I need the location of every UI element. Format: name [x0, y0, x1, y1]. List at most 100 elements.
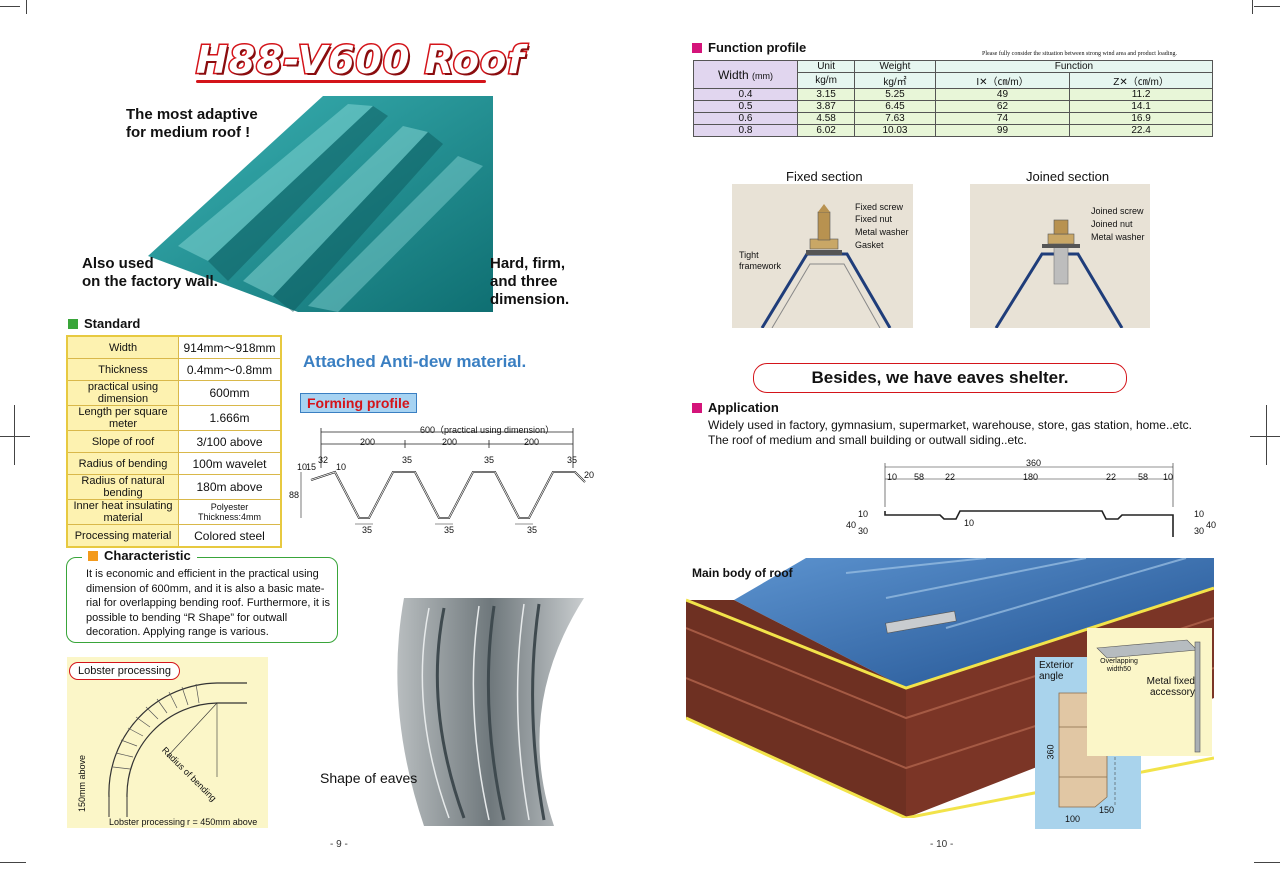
lobster-diagram: Lobster processing Radius of bending 150…: [67, 657, 268, 828]
standard-key: practical using dimension: [66, 380, 179, 406]
lobster-label: Lobster processing: [69, 662, 180, 680]
function-cell: 5.25: [854, 88, 936, 101]
joined-label: Joined nut: [1091, 219, 1133, 229]
eaves-banner: Besides, we have eaves shelter.: [753, 363, 1127, 393]
joined-label: Metal washer: [1091, 232, 1145, 242]
application-heading: Application: [692, 400, 779, 415]
profile-bottom-dim: 35: [527, 525, 538, 535]
eave-part-dim: 22: [1106, 472, 1117, 482]
eave-left-dim: 40: [846, 520, 857, 530]
eave-part-dim: 58: [1138, 472, 1149, 482]
standard-value: 0.4mm〜0.8mm: [178, 358, 282, 381]
angle-height-dim: 360: [1045, 744, 1056, 760]
standard-value: 3/100 above: [178, 430, 282, 453]
weight-header: Weight: [854, 60, 936, 73]
page-number-left: - 9 -: [330, 839, 348, 850]
eave-profile-diagram: [884, 463, 1174, 537]
function-cell: 7.63: [854, 112, 936, 125]
kgm2-header: kg/㎡: [854, 72, 936, 89]
exterior-angle-label: Exterior angle: [1039, 660, 1074, 682]
tight-framework-label: Tight framework: [739, 250, 782, 271]
eave-mid-dim: 10: [964, 518, 975, 528]
eave-total-dim: 360: [1026, 458, 1042, 468]
eave-part-dim: 10: [1163, 472, 1174, 482]
zx-header: Z✕（㎝/m）: [1069, 72, 1213, 89]
angle-w2-dim: 100: [1065, 814, 1081, 824]
profile-small-dim: 15: [306, 462, 317, 472]
function-cell: 11.2: [1069, 88, 1213, 101]
profile-small-dim: 20: [584, 470, 595, 480]
shape-of-eaves-label: Shape of eaves: [320, 770, 418, 786]
function-cell: 14.1: [1069, 100, 1213, 113]
profile-small-dim: 10: [297, 462, 308, 472]
standard-key: Width: [66, 335, 179, 359]
function-note: Please fully consider the situation betw…: [982, 51, 1177, 57]
eave-right-dim: 30: [1194, 526, 1205, 536]
standard-key: Length per square meter: [66, 405, 179, 431]
lobster-height-label: 150mm above: [77, 754, 87, 812]
hard-firm-text: Hard, firm, and three dimension.: [490, 255, 569, 309]
fixed-label: Fixed nut: [855, 214, 893, 224]
also-used-text: Also used on the factory wall.: [82, 255, 218, 291]
headline-line-2: for medium roof !: [126, 124, 251, 141]
fixed-section-title: Fixed section: [786, 169, 863, 184]
standard-key: Inner heat insulating material: [66, 499, 179, 525]
width-header: Width (mm): [693, 60, 798, 89]
standard-value: 600mm: [178, 380, 282, 406]
hard-line-1: Hard, firm,: [490, 255, 566, 272]
joined-section-diagram: Joined screw Joined nut Metal washer: [970, 184, 1150, 328]
profile-seg-dim: 200: [524, 437, 540, 447]
eave-part-dim: 10: [887, 472, 898, 482]
profile-bottom-dim: 35: [444, 525, 455, 535]
profile-seg-dim: 200: [360, 437, 376, 447]
ix-header: I✕（㎝/m）: [934, 72, 1071, 89]
width-unit-label: (mm): [752, 70, 774, 81]
standard-value: 914mm〜918mm: [178, 335, 282, 359]
fixed-section-diagram: Fixed screw Fixed nut Metal washer Gaske…: [732, 184, 913, 328]
fixed-label: Gasket: [855, 240, 884, 250]
roof-sheet-image: [148, 96, 493, 312]
profile-top-dim: 35: [402, 455, 413, 465]
function-cell: 74: [934, 112, 1071, 125]
function-cell: 4.58: [796, 112, 856, 125]
application-line-2: The roof of medium and small building or…: [708, 433, 1027, 447]
fixed-label: Fixed screw: [855, 202, 904, 212]
standard-key: Slope of roof: [66, 430, 179, 453]
function-cell: 0.8: [693, 124, 798, 137]
eaves-photo: [397, 598, 584, 826]
function-cell: 6.45: [854, 100, 936, 113]
standard-value: Colored steel: [178, 524, 282, 548]
standard-key: Thickness: [66, 358, 179, 381]
eave-part-dim: 180: [1023, 472, 1039, 482]
eave-left-dim: 30: [858, 526, 869, 536]
characteristic-heading: Characteristic: [82, 548, 197, 563]
function-cell: 0.4: [693, 88, 798, 101]
standard-heading: Standard: [68, 316, 140, 331]
function-cell: 22.4: [1069, 124, 1213, 137]
function-heading: Function profile: [692, 40, 806, 55]
square-bullet-icon: [68, 318, 78, 329]
standard-value: 1.666m: [178, 405, 282, 431]
forming-profile-badge: Forming profile: [300, 393, 417, 413]
profile-seg-dim: 200: [442, 437, 458, 447]
profile-top-dim: 35: [484, 455, 495, 465]
square-bullet-icon: [88, 550, 98, 561]
function-heading-label: Function profile: [708, 40, 807, 55]
fixed-label: Metal washer: [855, 227, 909, 237]
joined-section-title: Joined section: [1026, 169, 1110, 184]
function-header: Function: [934, 60, 1214, 73]
function-cell: 49: [934, 88, 1071, 101]
profile-small-dim: 10: [336, 462, 347, 472]
function-cell: 99: [934, 124, 1071, 137]
headline: The most adaptive for medium roof !: [126, 106, 258, 142]
